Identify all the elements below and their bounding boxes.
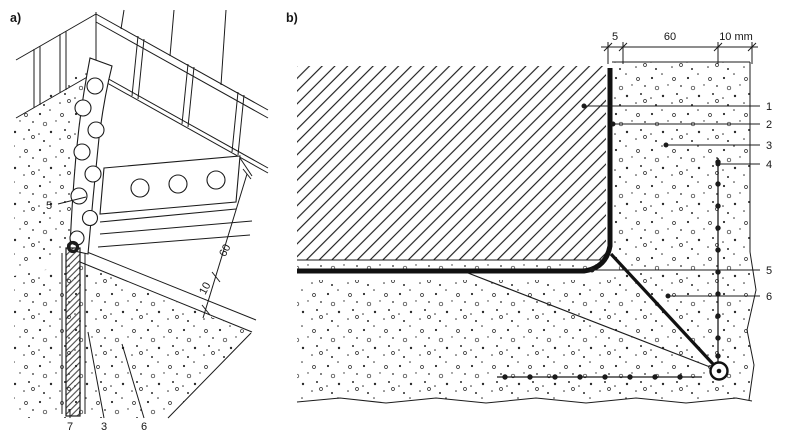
bottom-label-6: 6 [141, 421, 147, 433]
fixing-diagonal-thin [467, 272, 711, 368]
callout-6-label: 6 [766, 291, 772, 303]
adhesive-band [297, 261, 603, 270]
render-surface-edges [79, 249, 257, 419]
stipple-render-left [14, 66, 88, 268]
render-edge-lines [97, 220, 253, 248]
callout-profile-label: 5 [46, 200, 52, 212]
dim-5-label: 5 [612, 31, 618, 43]
callout-4-label: 4 [766, 159, 772, 171]
mesh-line-horizontal [497, 374, 702, 380]
dim-10-label: 10 [197, 280, 213, 296]
callout-1-label: 1 [766, 101, 772, 113]
stipple-render-bottom [14, 263, 251, 418]
render-outer-edges [296, 61, 757, 404]
callout-5-label: 5 [766, 265, 772, 277]
dimension-a [201, 157, 253, 319]
bottom-label-7: 7 [67, 421, 73, 433]
dim-10mm-label: 10 mm [719, 31, 753, 43]
perforated-flange [99, 155, 241, 223]
dim-60-label-b: 60 [664, 31, 676, 43]
dimension-b [601, 42, 758, 64]
callout-2-label: 2 [766, 119, 772, 131]
panel-b: b) 5 60 10 mm 1 2 3 4 5 6 [286, 11, 772, 404]
rail-bead-nose [66, 240, 80, 254]
panel-a-label: a) [10, 11, 21, 25]
fixing-diagonal-thick [609, 252, 715, 366]
render-stipple-body [297, 62, 750, 400]
panel-b-label: b) [286, 11, 298, 25]
anchor-fixing [709, 361, 729, 381]
bottom-label-3: 3 [101, 421, 107, 433]
panel-b-leaders [581, 103, 760, 299]
wall-hatch [297, 66, 606, 260]
dim-60-label: 60 [217, 242, 233, 258]
edge-rail [61, 240, 86, 417]
callout-3-label: 3 [766, 140, 772, 152]
masonry-corner [15, 9, 269, 174]
corner-profile-section [297, 68, 613, 274]
anchor-center [716, 368, 722, 374]
panel-a-leaders [57, 196, 145, 419]
panel-a: a) 5 60 10 7 3 6 [10, 9, 269, 433]
